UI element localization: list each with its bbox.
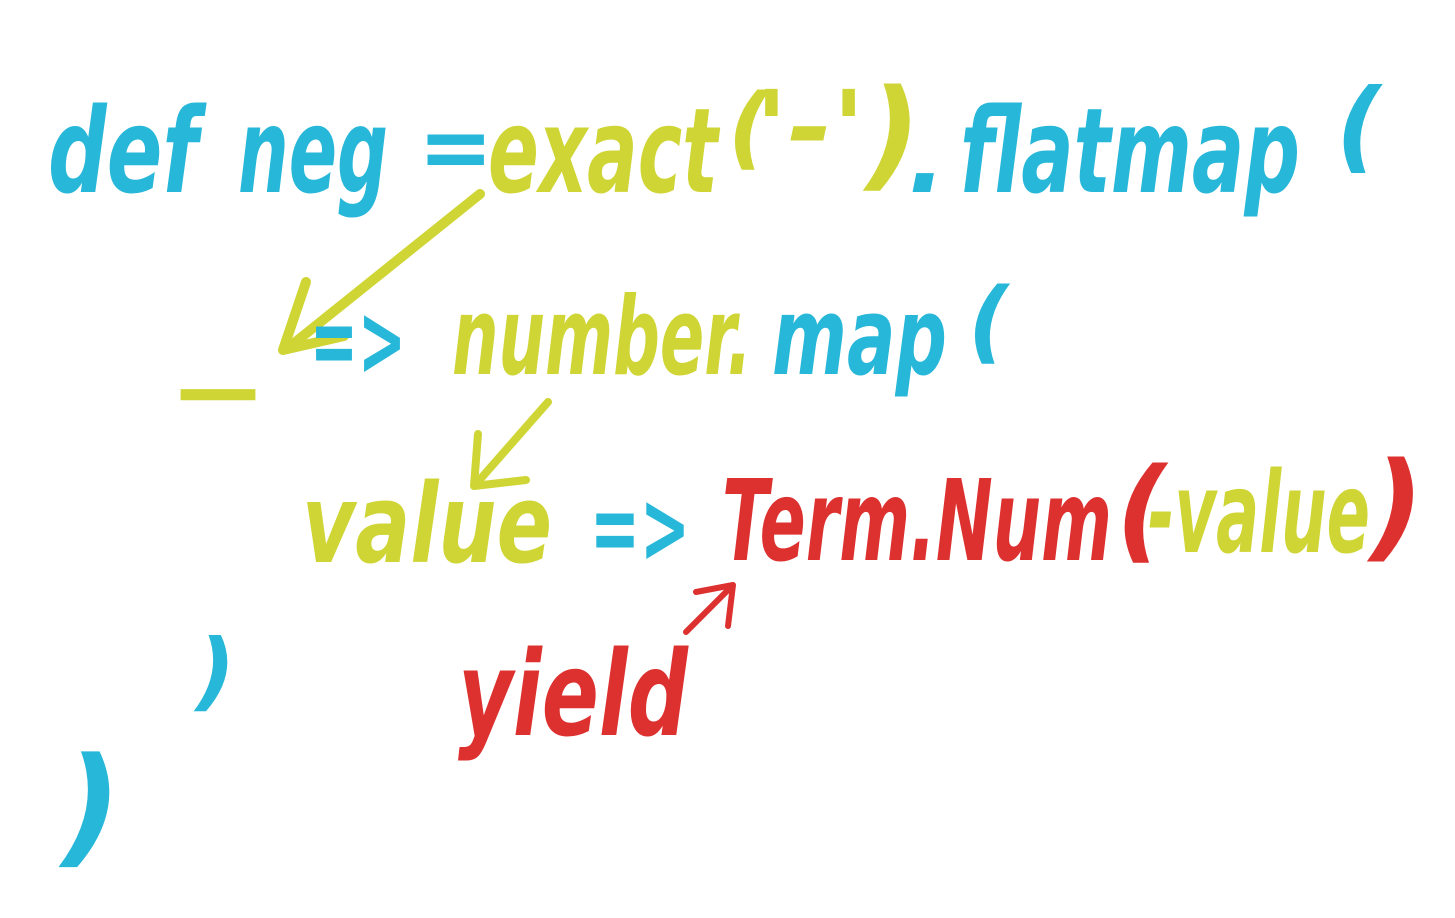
lambda-arrow-1: =>: [310, 282, 406, 399]
identifier-neg: neg: [238, 82, 388, 220]
arrow-yield-to-term: [683, 582, 736, 635]
term-num-close-paren: ): [1366, 436, 1424, 574]
underscore-param: _: [180, 262, 257, 401]
arrow-number-to-value: [470, 398, 552, 490]
param-value: value: [302, 460, 552, 588]
keyword-def: def: [48, 82, 207, 220]
map-close-paren: ): [193, 621, 235, 721]
flatmap-close-paren: ): [58, 729, 121, 881]
arrow-number-to-value-shaft: [472, 398, 552, 488]
term-num-open-paren: (: [1116, 445, 1169, 575]
arrow-yield-to-term-shaft: [683, 583, 735, 635]
arrow-exact-to-underscore: [278, 189, 485, 355]
equals-sign: =: [418, 95, 493, 200]
method-dot: .: [908, 99, 946, 216]
arrow-exact-to-underscore-head: [278, 277, 349, 355]
method-flatmap: flatmap: [960, 82, 1300, 220]
map-open-paren: (: [968, 269, 1011, 374]
exact-open-paren: (: [728, 75, 771, 180]
arrow-exact-to-underscore-shaft: [283, 189, 485, 353]
lambda-arrow-2: =>: [590, 469, 690, 586]
arrow-yield-to-term-head: [693, 582, 736, 629]
identifier-number: number.: [452, 275, 752, 400]
yield-annotation: yield: [458, 625, 689, 763]
constructor-term-num: Term.Num: [722, 457, 1112, 587]
function-exact: exact: [488, 82, 721, 220]
arrow-number-to-value-head: [470, 430, 530, 490]
flatmap-open-paren: (: [1336, 67, 1383, 184]
negated-value: -value: [1148, 449, 1370, 579]
minus-literal: '-': [755, 69, 865, 186]
exact-close-paren: ): [862, 65, 921, 204]
method-map: map: [772, 275, 947, 400]
